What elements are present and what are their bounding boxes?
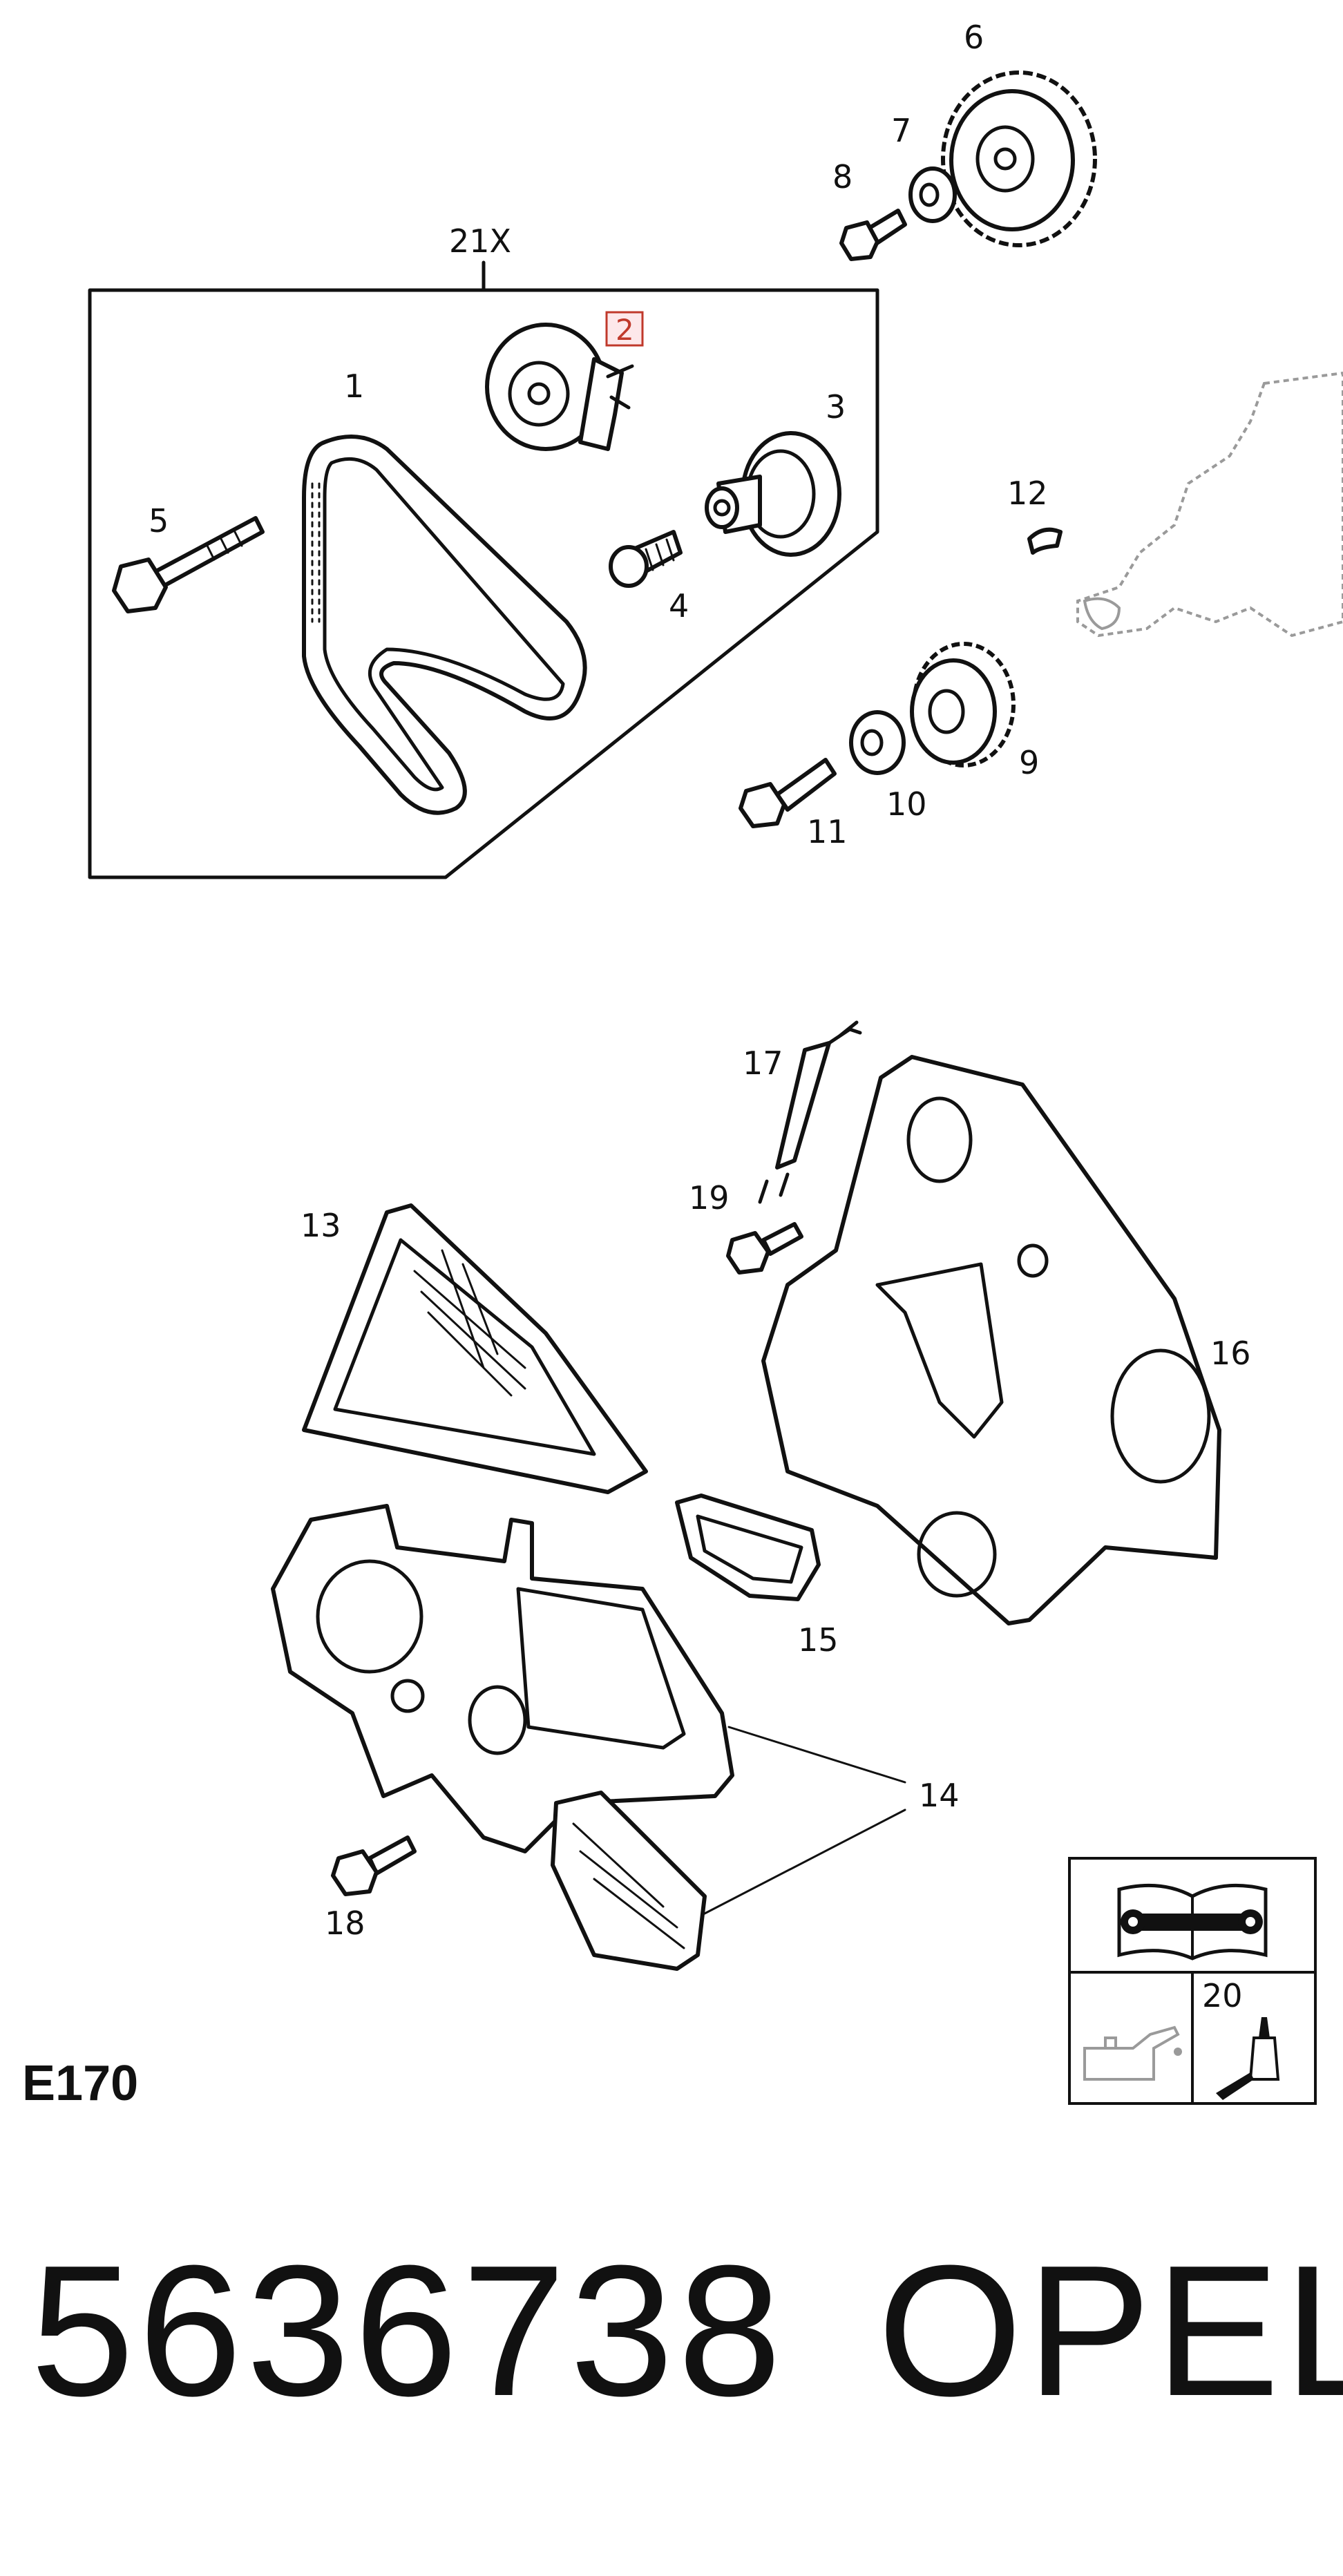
kit-frame-21x [88, 260, 879, 879]
callout-21x: 21X [449, 222, 511, 260]
callout-1: 1 [344, 368, 364, 405]
callout-6: 6 [964, 19, 984, 56]
part-number: 5636738 [30, 2227, 786, 2435]
group-code: E170 [22, 2056, 139, 2111]
cable-part-17 [758, 1020, 862, 1204]
callout-2: 2 [616, 313, 634, 347]
callout-11: 11 [807, 813, 848, 850]
washer-part-7 [908, 166, 957, 223]
timing-belt-part-1 [302, 435, 587, 815]
tensioner-pulley-part-2 [485, 323, 634, 451]
oil-can-icon [1083, 2025, 1182, 2081]
lower-cover-lower-piece [551, 1791, 707, 1971]
crankshaft-reference [1076, 371, 1343, 638]
callout-5: 5 [149, 502, 169, 540]
service-legend-box: 20 [1068, 1857, 1317, 2105]
lower-timing-cover-part-14 [271, 1504, 734, 1853]
leader-lines-14 [703, 1726, 906, 1915]
gasket-part-15 [675, 1494, 821, 1601]
bolt-part-4 [609, 530, 683, 588]
sealant-tube-icon [1216, 2017, 1280, 2100]
callout-13: 13 [301, 1207, 341, 1244]
callout-3: 3 [826, 388, 846, 426]
brand-name: OPEL [877, 2227, 1343, 2435]
callout-4: 4 [669, 587, 689, 624]
bolt-part-19 [726, 1222, 803, 1275]
callout-9: 9 [1019, 744, 1039, 781]
crankshaft-sprocket-part-9 [910, 642, 1016, 767]
long-bolt-part-5 [112, 516, 265, 613]
bolt-part-11 [739, 758, 837, 828]
callout-2-highlight-box [605, 311, 644, 347]
washer-part-10 [849, 710, 906, 775]
callout-19: 19 [689, 1179, 730, 1217]
callout-12: 12 [1007, 475, 1048, 512]
camshaft-sprocket-part-6 [941, 70, 1097, 247]
callout-7: 7 [891, 112, 911, 149]
rear-timing-cover-part-16 [761, 1055, 1221, 1625]
callout-14: 14 [919, 1777, 960, 1814]
callout-16: 16 [1210, 1335, 1251, 1372]
callout-10: 10 [886, 785, 927, 823]
upper-timing-cover-part-13 [302, 1203, 648, 1494]
callout-20: 20 [1202, 1977, 1243, 2014]
callout-17: 17 [743, 1044, 783, 1082]
woodruff-key-part-12 [1027, 527, 1063, 555]
callout-15: 15 [798, 1621, 839, 1659]
sprocket-bolt-part-8 [839, 209, 907, 261]
bolt-part-18 [331, 1835, 417, 1896]
idler-pulley-part-3 [705, 431, 841, 557]
callout-18: 18 [325, 1905, 365, 1942]
exploded-parts-diagram: 1 2 3 4 5 6 7 8 9 10 11 12 13 14 15 16 1… [88, 19, 1343, 2105]
callout-8: 8 [832, 158, 853, 195]
service-manual-wrench-icon [1117, 1883, 1268, 1960]
